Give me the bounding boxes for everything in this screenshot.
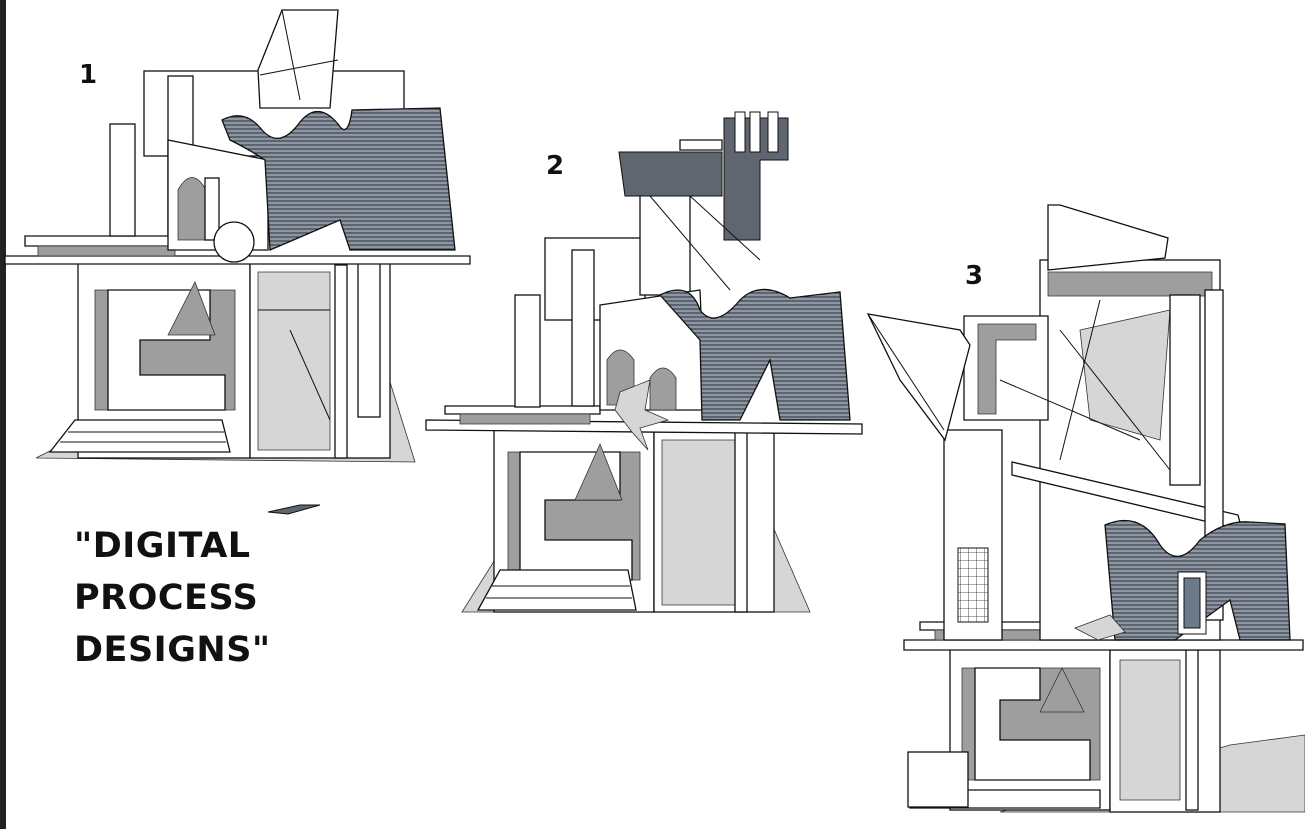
design-3-tower <box>943 429 1003 641</box>
design-2-arch-2 <box>649 367 677 411</box>
design-2-top-block <box>618 151 723 197</box>
design-3-facets <box>1079 309 1171 441</box>
design-2-steps <box>476 569 637 611</box>
title-line-3: DESIGNS" <box>74 630 271 670</box>
design-2-column <box>734 429 748 613</box>
design-1-sphere <box>213 221 255 263</box>
design-1-loose-shard <box>267 504 321 515</box>
title-line-1: "DIGITAL <box>74 526 251 566</box>
design-2-spiky-sculpture <box>614 379 670 451</box>
left-edge-strip <box>0 0 6 829</box>
design-3-triangle-window <box>1039 667 1085 713</box>
design-1-steps <box>48 419 231 453</box>
design-2-fabric-canopy <box>658 288 851 421</box>
design-3-diagonal-beam-left <box>866 313 971 442</box>
design-1-fabric-canopy <box>221 107 456 251</box>
design-2-model <box>425 111 863 613</box>
design-2-triangle-window <box>574 442 623 501</box>
design-1-number: 1 <box>79 60 98 90</box>
design-1-column <box>334 264 348 459</box>
design-1-model <box>4 9 471 515</box>
design-2-number: 2 <box>546 151 565 181</box>
page-title: "DIGITAL PROCESS DESIGNS" <box>74 520 334 676</box>
design-3-slab <box>903 639 1304 651</box>
design-3-model <box>866 204 1305 813</box>
title-line-2: PROCESS <box>74 578 259 618</box>
design-3-spiky-sculpture <box>1074 614 1126 641</box>
design-3-grid-panel <box>957 547 989 623</box>
design-1-triangle-window <box>167 281 216 336</box>
design-3-l-frame <box>977 323 1037 415</box>
design-3-angular-top <box>1047 204 1169 271</box>
design-3-column <box>1185 649 1199 811</box>
design-1-angular-top <box>257 9 339 109</box>
design-3-number: 3 <box>965 261 984 291</box>
